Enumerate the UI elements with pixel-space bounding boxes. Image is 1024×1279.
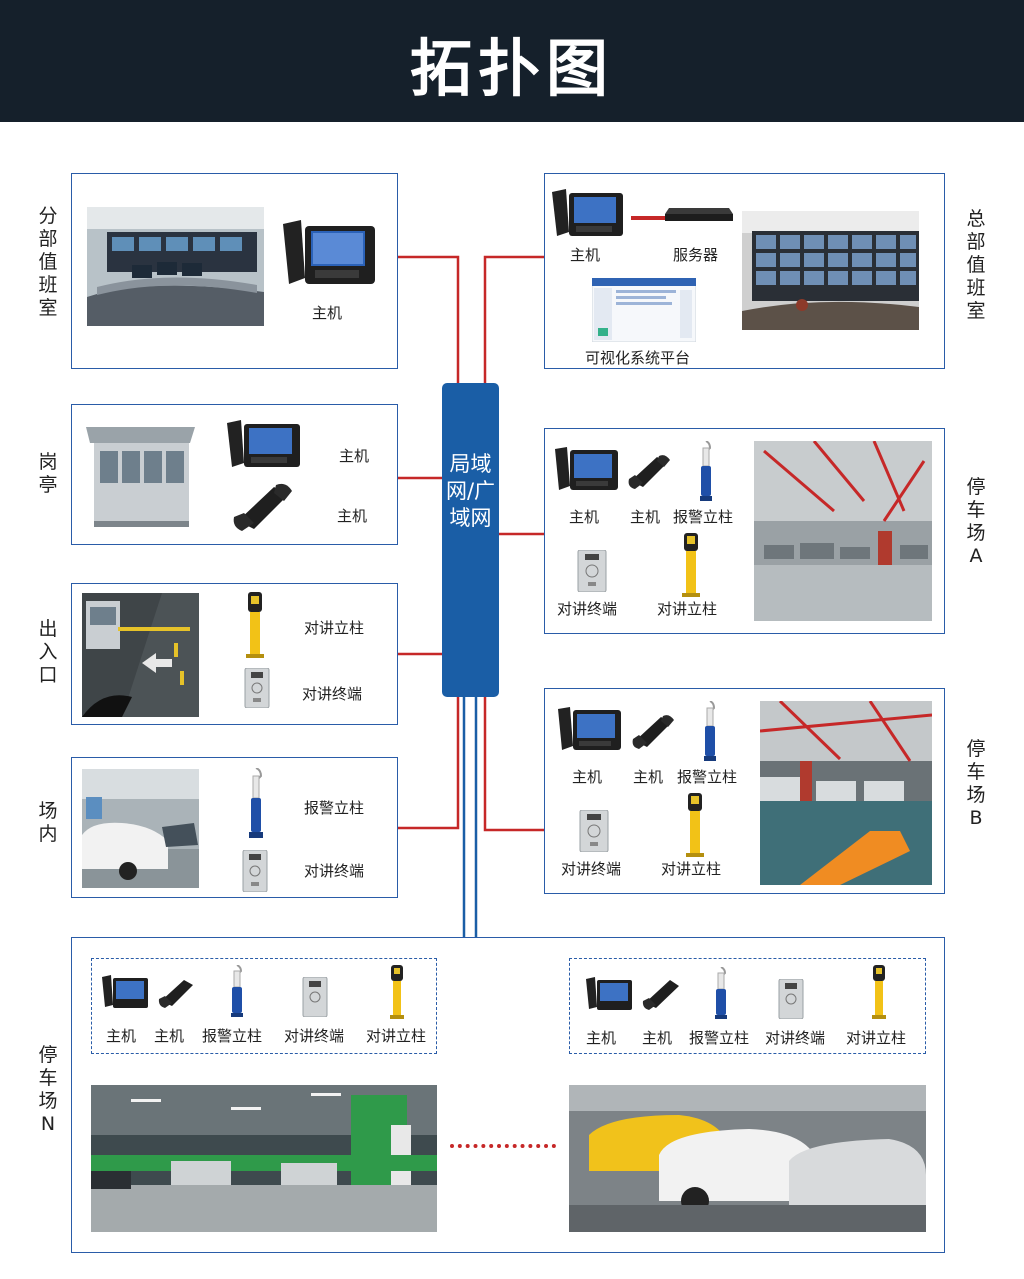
item-host: 主机 [570, 246, 601, 264]
item-host-1: 主机 [339, 447, 370, 465]
box-guard-booth: 主机 主机 [71, 404, 398, 545]
item-host: 主机 [312, 304, 343, 322]
label-lot-b: 停车场B [966, 738, 986, 829]
item-intercom-terminal: 对讲终端 [302, 685, 363, 703]
label-guard-booth: 岗亭 [38, 451, 58, 496]
intercom-terminal-icon [778, 978, 804, 1023]
label-hq-duty: 总部值班室 [966, 208, 986, 322]
desk-phone-icon [549, 186, 625, 242]
desk-phone-icon [279, 216, 377, 292]
item-intercom-pillar: 对讲立柱 [846, 1029, 907, 1047]
link-inside [398, 697, 460, 830]
item-intercom-terminal: 对讲终端 [557, 600, 618, 618]
link-branch-duty [398, 255, 460, 383]
item-host-1: 主机 [586, 1029, 617, 1047]
item-host-2: 主机 [154, 1027, 185, 1045]
item-host-2: 主机 [642, 1029, 673, 1047]
link-hq-duty [483, 255, 544, 383]
box-lot-b: 主机 主机 报警立柱 对讲终端 对讲立柱 [544, 688, 945, 894]
intercom-terminal-icon [579, 809, 609, 856]
parking-inside-photo [82, 769, 199, 888]
server-icon [665, 206, 733, 226]
box-lot-n: 主机 主机 报警立柱 对讲终端 [71, 937, 945, 1253]
parking-lot-n-photo-1 [91, 1085, 437, 1232]
item-intercom-terminal: 对讲终端 [284, 1027, 345, 1045]
item-visual-platform: 可视化系统平台 [585, 349, 691, 367]
box-inside: 报警立柱 对讲终端 [71, 757, 398, 898]
parking-lot-b-photo [760, 701, 932, 885]
item-intercom-pillar: 对讲立柱 [366, 1027, 427, 1045]
intercom-pillar-icon [684, 793, 706, 861]
hub-label: 局域网/广域网 [445, 452, 496, 530]
alarm-pillar-icon [247, 767, 265, 842]
item-alarm-pillar: 报警立柱 [689, 1029, 750, 1047]
item-host-2: 主机 [630, 508, 661, 526]
desk-phone-icon [552, 444, 620, 496]
header-banner: 拓扑图 [0, 0, 1024, 122]
box-hq-duty: 主机 服务器 可视化系统平台 [544, 173, 945, 369]
item-server: 服务器 [673, 246, 719, 264]
item-host-1: 主机 [106, 1027, 137, 1045]
device-group-2: 主机 主机 报警立柱 对讲终端 [569, 958, 926, 1054]
alarm-pillar-icon [698, 440, 714, 505]
item-intercom-terminal: 对讲终端 [765, 1029, 826, 1047]
handset-phone-icon [642, 977, 682, 1015]
handset-phone-icon [158, 977, 196, 1013]
label-branch-duty: 分部值班室 [38, 205, 58, 319]
intercom-terminal-icon [302, 976, 328, 1021]
hq-control-room-photo [742, 211, 919, 330]
desk-phone-icon [584, 975, 634, 1015]
item-host-1: 主机 [572, 768, 603, 786]
control-room-photo [87, 207, 264, 326]
intercom-pillar-icon [680, 533, 702, 601]
item-host-2: 主机 [337, 507, 368, 525]
label-inside: 场内 [38, 800, 58, 845]
handset-phone-icon [627, 453, 671, 495]
intercom-terminal-icon [244, 667, 270, 712]
item-intercom-pillar: 对讲立柱 [304, 619, 365, 637]
item-alarm-pillar: 报警立柱 [304, 799, 365, 817]
item-intercom-pillar: 对讲立柱 [661, 860, 722, 878]
device-group-1: 主机 主机 报警立柱 对讲终端 [91, 958, 437, 1054]
alarm-pillar-icon [714, 966, 728, 1023]
desk-phone-icon [555, 704, 623, 756]
box-lot-a: 主机 主机 报警立柱 对讲终端 对讲立柱 [544, 428, 945, 634]
box-branch-duty: 主机 [71, 173, 398, 369]
entrance-gate-photo [82, 593, 199, 717]
link-connector [631, 206, 665, 225]
page-title: 拓扑图 [409, 32, 614, 105]
parking-lot-n-photo-2 [569, 1085, 926, 1232]
intercom-pillar-icon [388, 965, 406, 1023]
item-intercom-pillar: 对讲立柱 [657, 600, 718, 618]
desk-phone-icon [224, 417, 302, 473]
link-lot-b [483, 697, 544, 832]
handset-phone-icon [631, 713, 675, 755]
item-host-1: 主机 [569, 508, 600, 526]
item-alarm-pillar: 报警立柱 [673, 508, 734, 526]
item-alarm-pillar: 报警立柱 [677, 768, 738, 786]
intercom-terminal-icon [577, 549, 607, 596]
parking-lot-a-photo [754, 441, 932, 621]
intercom-terminal-icon [242, 849, 268, 896]
alarm-pillar-icon [230, 964, 244, 1021]
item-host-2: 主机 [633, 768, 664, 786]
guard-booth-photo [82, 415, 199, 537]
intercom-pillar-icon [870, 965, 888, 1023]
platform-software-icon [591, 277, 697, 346]
label-lot-a: 停车场A [966, 476, 986, 567]
item-intercom-terminal: 对讲终端 [561, 860, 622, 878]
network-hub: 局域网/广域网 [442, 383, 499, 697]
handset-phone-icon [232, 481, 294, 537]
alarm-pillar-icon [702, 700, 718, 765]
label-lot-n: 停车场N [38, 1044, 58, 1135]
label-entrance: 出入口 [38, 618, 58, 686]
more-parking-lots-dots [450, 1144, 556, 1148]
box-entrance: 对讲立柱 对讲终端 [71, 583, 398, 725]
desk-phone-icon [100, 973, 150, 1013]
item-intercom-terminal: 对讲终端 [304, 862, 365, 880]
item-alarm-pillar: 报警立柱 [202, 1027, 263, 1045]
intercom-pillar-icon [244, 592, 266, 662]
